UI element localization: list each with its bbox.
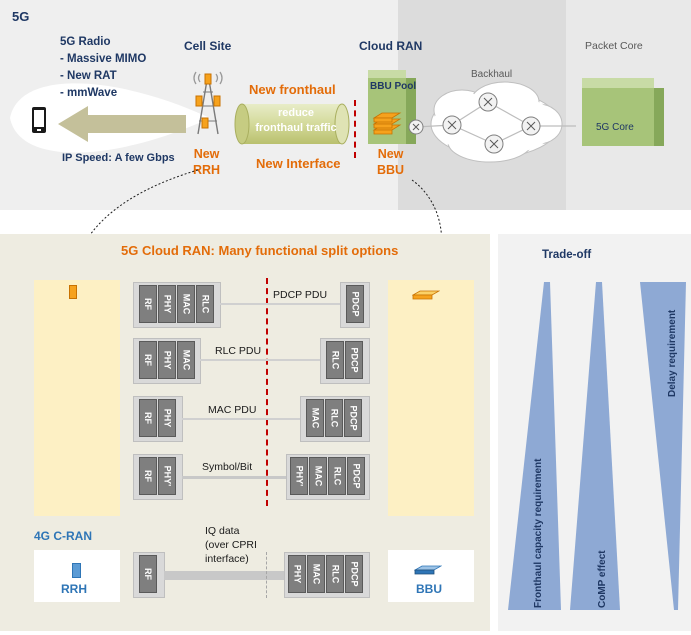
tradeoff-title: Trade-off xyxy=(542,249,592,261)
cran-bbu-icon xyxy=(414,565,442,575)
cran-pdcp: PDCP xyxy=(345,555,363,593)
bbu-mini-icon xyxy=(412,290,440,300)
tradeoff-bar-comp: CoMP effect xyxy=(597,550,608,608)
split3-phy: PHY xyxy=(158,399,176,437)
tradeoff-bar-fronthaul: Fronthaul capacity requirement xyxy=(533,458,544,608)
split4-pdcp: PDCP xyxy=(347,457,365,495)
radio-item-mimo: - Massive MIMO xyxy=(60,53,147,65)
cran-title: 4G C-RAN xyxy=(34,529,93,543)
ip-speed-label: IP Speed: A few Gbps xyxy=(62,152,175,164)
split4-link xyxy=(182,476,292,479)
split2-rlc: RLC xyxy=(326,341,344,379)
cran-rrh-label: RRH xyxy=(61,582,87,596)
new-interface-line xyxy=(354,100,356,158)
split4-phy: PHY' xyxy=(158,457,176,495)
rrh-column xyxy=(34,280,120,516)
split1-pdcp: PDCP xyxy=(346,285,364,323)
split2-link xyxy=(200,359,320,361)
core-box-top xyxy=(582,78,654,88)
split2-mac: MAC xyxy=(177,341,195,379)
tradeoff-bar-delay: Delay requirement xyxy=(667,309,678,397)
core-box xyxy=(582,88,654,146)
split4-mac: MAC xyxy=(309,457,327,495)
phone-icon xyxy=(32,107,46,133)
cran-bbu-label: BBU xyxy=(416,582,442,596)
wedge-comp xyxy=(570,282,620,610)
cran-link xyxy=(164,571,284,580)
radio-title: 5G Radio xyxy=(60,36,111,48)
split4-label: Symbol/Bit xyxy=(199,461,256,473)
split3-rlc: RLC xyxy=(325,399,343,437)
split2-label: RLC PDU xyxy=(212,345,265,357)
rrh-mini-icon xyxy=(69,285,77,299)
split1-rf: RF xyxy=(139,285,157,323)
cloud-ran-label: Cloud RAN xyxy=(359,39,423,53)
split1-link xyxy=(220,303,340,305)
split3-rf: RF xyxy=(139,399,157,437)
cran-rf: RF xyxy=(139,555,157,593)
split3-pdcp: PDCP xyxy=(344,399,362,437)
new-rrh-label: New RRH xyxy=(193,147,221,177)
split4-rlc: RLC xyxy=(328,457,346,495)
split1-label: PDCP PDU xyxy=(270,289,331,301)
cran-rlc: RLC xyxy=(326,555,344,593)
backhaul-label: Backhaul xyxy=(471,69,513,80)
packet-core-label: Packet Core xyxy=(585,40,643,52)
split-title: 5G Cloud RAN: Many functional split opti… xyxy=(121,243,399,258)
new-fronthaul-label: New fronthaul xyxy=(249,82,336,97)
cran-bbu-box xyxy=(388,550,474,602)
radio-item-rat: - New RAT xyxy=(60,70,117,82)
cran-phy: PHY xyxy=(288,555,306,593)
core-box-side xyxy=(654,88,664,146)
split3-label: MAC PDU xyxy=(205,404,260,416)
core-5g-label: 5G Core xyxy=(596,122,634,133)
split1-rlc: RLC xyxy=(196,285,214,323)
downlink-arrow-icon xyxy=(58,106,186,142)
cran-label: IQ data (over CPRI interface) xyxy=(205,525,257,565)
new-interface-label: New Interface xyxy=(256,156,341,171)
tradeoff-wedges xyxy=(508,282,686,610)
split2-rf: RF xyxy=(139,341,157,379)
radio-item-mmwave: - mmWave xyxy=(60,87,118,99)
cell-site-label: Cell Site xyxy=(184,39,232,53)
split3-link xyxy=(182,418,302,420)
cran-divider xyxy=(266,552,267,598)
bbu-pool-box-side xyxy=(406,78,416,144)
split4-phy2: PHY' xyxy=(290,457,308,495)
cran-rrh-icon xyxy=(72,563,81,578)
split2-phy: PHY xyxy=(158,341,176,379)
label-5g: 5G xyxy=(12,9,30,24)
split4-rf: RF xyxy=(139,457,157,495)
new-bbu-label: New BBU xyxy=(377,147,405,177)
split1-phy: PHY xyxy=(158,285,176,323)
bbu-stack-icon xyxy=(372,112,402,135)
router-icons xyxy=(408,92,576,154)
split-divider-line xyxy=(266,278,268,506)
bbu-column xyxy=(388,280,474,516)
bbu-pool-label: BBU Pool xyxy=(370,81,417,92)
split1-mac: MAC xyxy=(177,285,195,323)
cran-mac: MAC xyxy=(307,555,325,593)
split2-pdcp: PDCP xyxy=(345,341,363,379)
fronthaul-tube xyxy=(234,103,350,145)
fronthaul-tube-text: reduce fronthaul traffic xyxy=(255,107,337,134)
split3-mac: MAC xyxy=(306,399,324,437)
bbu-pool-box-top xyxy=(368,70,406,78)
wedge-fronthaul xyxy=(508,282,561,610)
cell-tower-icon xyxy=(193,71,223,135)
wedge-delay xyxy=(640,282,686,610)
